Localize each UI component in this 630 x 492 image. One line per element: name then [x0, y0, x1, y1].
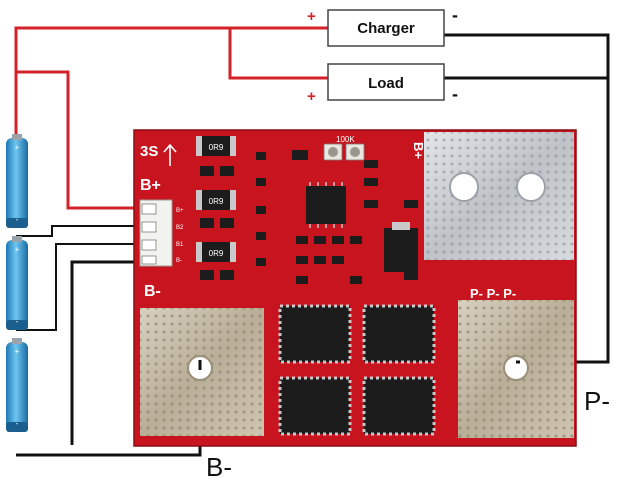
battery-cell-2: + -	[6, 236, 28, 330]
mosfet-2	[362, 304, 436, 364]
load-label: Load	[368, 75, 404, 92]
svg-text:+: +	[15, 245, 20, 254]
series-label: 3S	[140, 143, 158, 160]
b-minus-terminal-label: B-	[206, 452, 232, 482]
load-box: Load	[327, 63, 445, 101]
p-minus-label: P-	[584, 386, 610, 416]
resistor-3: 0R9	[196, 242, 236, 262]
pin-label-b-plus: B+	[176, 208, 184, 214]
pad-b-plus	[424, 132, 574, 260]
positive-wires	[14, 26, 328, 210]
resistor-1: 0R9	[196, 136, 236, 156]
power-transistor	[384, 222, 418, 272]
bms-board: 3S B+ B- B+ P- P- P- 100K B+ B2 B1 B- 0R…	[133, 129, 577, 447]
load-plus-wire	[228, 28, 328, 80]
svg-text:-: -	[16, 317, 19, 326]
trimmer-pots	[323, 143, 365, 161]
battery-plus-to-board-wire	[16, 70, 140, 210]
charger-plus-wire	[14, 26, 328, 140]
charger-label: Charger	[357, 20, 415, 37]
svg-text:-: -	[16, 215, 19, 224]
small-components	[200, 150, 418, 284]
battery-cell-1: + -	[6, 134, 28, 228]
charger-minus-sign: -	[452, 5, 458, 25]
svg-text:0R9: 0R9	[209, 197, 224, 206]
arrow-up-icon	[163, 143, 177, 166]
resistor-2: 0R9	[196, 190, 236, 210]
load-plus-sign: +	[307, 88, 316, 105]
pin-label-b1: B1	[176, 242, 184, 248]
charger-box: Charger	[327, 9, 445, 47]
pad-b-minus	[140, 308, 264, 436]
mosfet-1	[278, 304, 352, 364]
battery-cells: + - + - + -	[6, 134, 28, 432]
pad-b-plus-label: B+	[411, 142, 426, 159]
svg-text:0R9: 0R9	[209, 249, 224, 258]
svg-text:0R9: 0R9	[209, 143, 224, 152]
pad-p-minus-label: P- P- P-	[470, 286, 516, 301]
pin-label-b2: B2	[176, 225, 184, 231]
b-minus-wire	[70, 260, 140, 445]
balance-wire-b2	[16, 225, 140, 237]
balance-wire-b1	[16, 243, 140, 331]
balance-wires	[16, 225, 140, 331]
pad-p-minus	[458, 300, 574, 438]
mosfet-3	[278, 376, 352, 436]
svg-text:-: -	[16, 419, 19, 428]
mosfet-4	[362, 376, 436, 436]
protection-ic	[306, 182, 346, 228]
svg-text:+: +	[15, 143, 20, 152]
wire-endpoints	[198, 360, 520, 370]
board-b-plus-label: B+	[140, 177, 161, 194]
load-minus-sign: -	[452, 84, 458, 104]
balance-connector: B+ B2 B1 B-	[139, 199, 184, 267]
trimmer-label: 100K	[336, 135, 355, 144]
battery-cell-3: + -	[6, 338, 28, 432]
charger-plus-sign: +	[307, 8, 316, 25]
svg-text:+: +	[15, 347, 20, 356]
board-b-minus-label: B-	[144, 283, 161, 300]
pin-label-b-minus: B-	[176, 258, 182, 264]
